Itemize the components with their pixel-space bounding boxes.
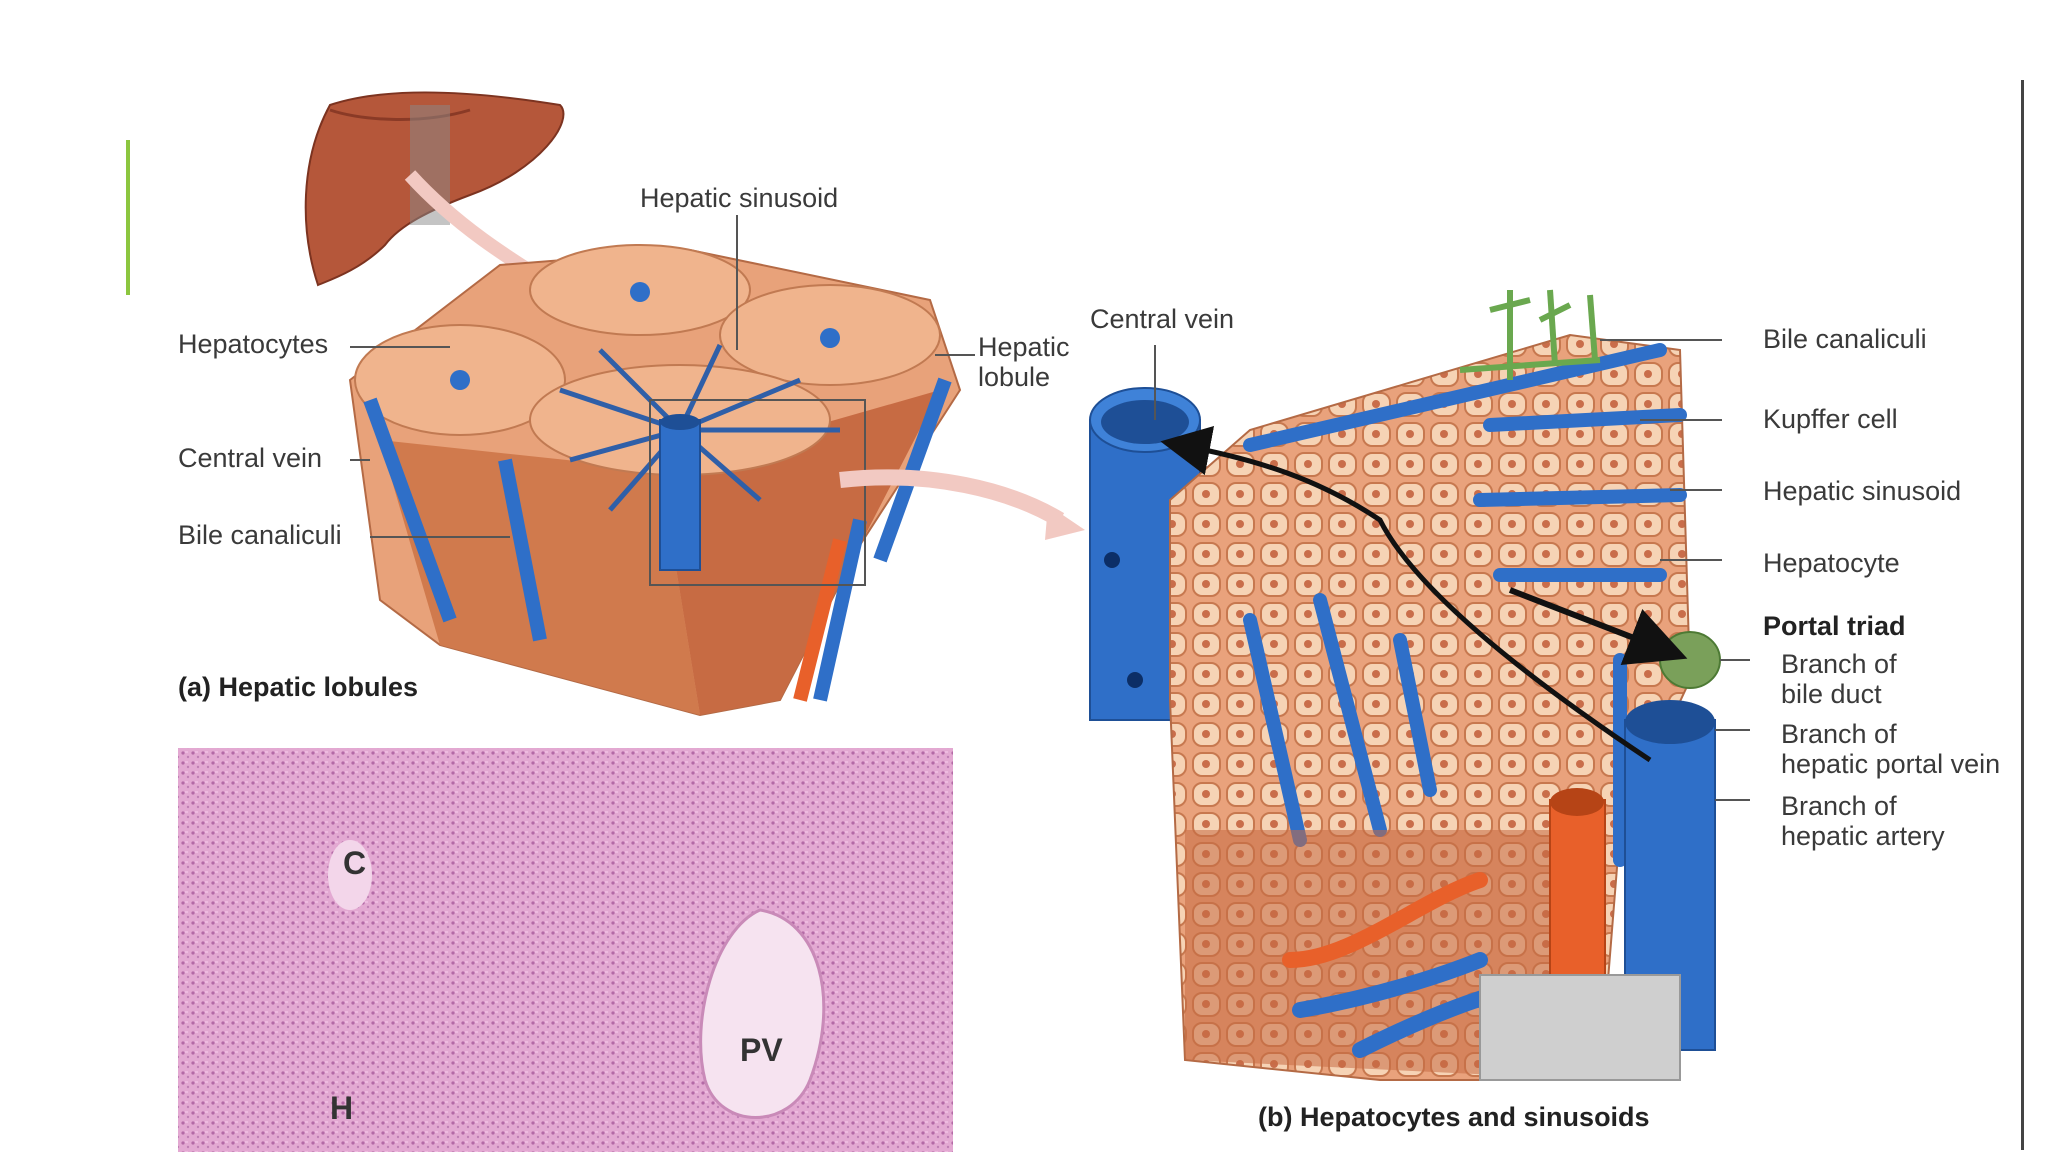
label-bile-canaliculi-b: Bile canaliculi (1763, 324, 1927, 354)
accent-bar (126, 140, 130, 295)
caption-panel-b: (b) Hepatocytes and sinusoids (1258, 1102, 1650, 1132)
label-hepatic-sinusoid-a: Hepatic sinusoid (640, 183, 839, 213)
label-portal-vein-line1: Branch of (1781, 719, 1897, 749)
label-hepatic-lobule-line2: lobule (978, 362, 1051, 392)
micrograph-portal-vein (699, 908, 826, 1119)
label-bile-duct-line2: bile duct (1781, 679, 1882, 709)
micrograph-label-pv: PV (740, 1032, 783, 1068)
zoom-arrow-b (839, 469, 1065, 527)
inset-box-a (649, 399, 866, 586)
central-vein-column-a (659, 419, 701, 571)
leader-lines-a (350, 215, 975, 538)
label-kupffer-cell: Kupffer cell (1763, 404, 1898, 434)
label-hepatocytes-a: Hepatocytes (178, 329, 329, 359)
label-bile-duct-line1: Branch of (1781, 649, 1897, 679)
label-artery-line1: Branch of (1781, 791, 1897, 821)
bile-canaliculi-branches (1459, 289, 1601, 380)
micrograph-central-vein (328, 840, 372, 910)
label-central-vein-a: Central vein (178, 443, 323, 473)
label-central-vein-b: Central vein (1090, 304, 1235, 334)
right-border-line (2021, 80, 2024, 1150)
label-hepatic-lobule-line1: Hepatic (978, 332, 1070, 362)
side-vessels-a (363, 377, 952, 702)
caption-panel-a: (a) Hepatic lobules (178, 672, 419, 702)
label-portal-vein-line2: hepatic portal vein (1781, 749, 2001, 779)
label-hepatic-sinusoid-b: Hepatic sinusoid (1763, 476, 1962, 506)
label-bile-canaliculi-a: Bile canaliculi (178, 520, 342, 550)
bile-duct-vessel (1659, 631, 1721, 689)
micrograph-label-c: C (343, 845, 367, 881)
flow-arrow-bile (1508, 587, 1688, 665)
label-portal-triad: Portal triad (1763, 611, 1906, 641)
micrograph (178, 748, 953, 1152)
label-hepatocyte-b: Hepatocyte (1763, 548, 1900, 578)
micrograph-label-h: H (330, 1090, 354, 1126)
sinusoid-channels (1243, 343, 1687, 867)
flow-arrow-blood (1160, 425, 1652, 763)
label-artery-line2: hepatic artery (1781, 821, 1945, 851)
gray-stump (1479, 974, 1681, 1081)
leader-lines-b (1154, 339, 1750, 801)
